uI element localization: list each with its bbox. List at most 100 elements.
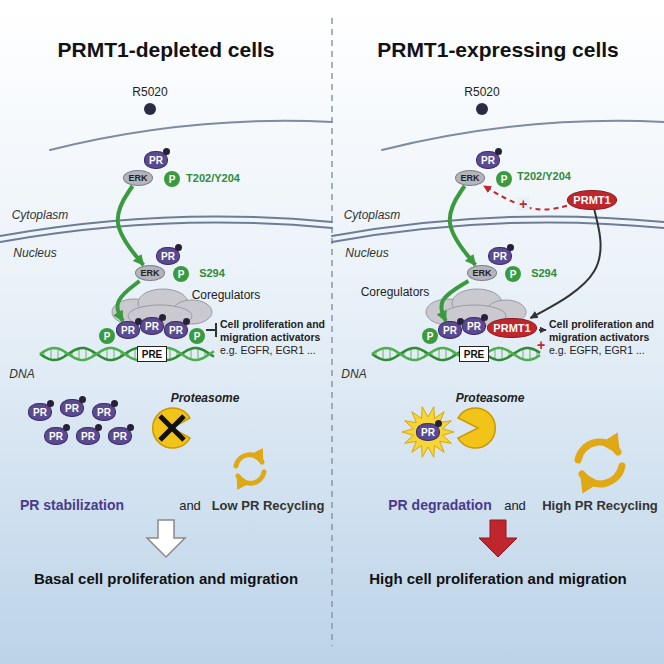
erk-kinase: ERK	[467, 265, 497, 281]
node-text: PR	[49, 431, 63, 442]
prmt1-enzyme: PRMT1	[567, 190, 617, 210]
ligand-label: R5020	[464, 85, 499, 99]
prmt1-enzyme: PRMT1	[487, 318, 537, 338]
outcome-label: PR degradation	[388, 497, 491, 513]
degradation-burst	[402, 407, 454, 458]
target-genes: Cell proliferation and migration activat…	[549, 318, 661, 343]
pr-receptor: PR	[116, 321, 140, 339]
node-text: P	[169, 174, 176, 185]
target-genes: Cell proliferation and migration activat…	[220, 318, 332, 343]
node-text: ERK	[460, 173, 479, 183]
outcome-label: High PR Recycling	[542, 498, 658, 513]
node-text: PR	[149, 155, 163, 166]
node-text: PRE	[464, 349, 485, 360]
node-text: P	[510, 269, 517, 280]
result-label: Basal cell proliferation and migration	[34, 570, 298, 587]
coregulator-label: Coregulators	[361, 285, 430, 299]
node-text: PR	[97, 407, 111, 418]
pr-receptor: PR	[144, 151, 168, 169]
phospho-site: T202/Y204	[186, 172, 240, 184]
panel-title: PRMT1-expressing cells	[377, 38, 619, 62]
r5020-ligand	[144, 103, 488, 115]
result-label: High cell proliferation and migration	[369, 570, 627, 587]
proteasome-label: Proteasome	[456, 391, 525, 405]
compartment-label: Cytoplasm	[344, 208, 401, 222]
pr-receptor: PR	[28, 403, 52, 421]
inhibition-symbol	[206, 323, 216, 337]
phosphate-group: P	[164, 171, 180, 187]
outcome-arrow	[147, 520, 185, 557]
pr-receptor: PR	[108, 427, 132, 445]
node-text: P	[178, 269, 185, 280]
node-text: PR	[33, 407, 47, 418]
outcome-label: Low PR Recycling	[212, 498, 325, 513]
pre-element: PRE	[459, 346, 489, 362]
node-text: P	[501, 174, 508, 185]
pre-element: PRE	[137, 346, 167, 362]
target-examples: e.g. EGFR, EGR1 ...	[549, 344, 661, 357]
panel-divider	[331, 18, 333, 646]
pr-receptor: PR	[156, 247, 180, 265]
node-text: P	[194, 331, 201, 342]
pr-receptor: PR	[60, 399, 84, 417]
node-text: PR	[113, 431, 127, 442]
outcome-label: PR stabilization	[20, 497, 124, 513]
compartment-label: Nucleus	[345, 246, 388, 260]
node-text: PR	[121, 325, 135, 336]
phosphate-group: P	[189, 328, 205, 344]
activation-sign: +	[537, 337, 545, 353]
phospho-site: T202/Y204	[517, 170, 571, 182]
compartment-label: Nucleus	[13, 246, 56, 260]
conjunction: and	[504, 498, 526, 513]
erk-kinase: ERK	[123, 170, 153, 186]
binding-arrow	[441, 281, 468, 321]
node-text: PR	[81, 431, 95, 442]
node-text: ERK	[140, 268, 159, 278]
node-text: PRE	[142, 349, 163, 360]
pr-receptor: PR	[438, 321, 462, 339]
node-text: ERK	[472, 268, 491, 278]
phosphate-group: P	[505, 266, 521, 282]
activation-arrow	[539, 329, 546, 331]
target-examples: e.g. EGFR, EGR1 ...	[220, 344, 332, 357]
dna-label: DNA	[341, 367, 366, 381]
phosphate-group: P	[496, 171, 512, 187]
pr-receptor: PR	[476, 151, 500, 169]
pr-receptor: PR	[140, 317, 164, 335]
phospho-site: S294	[531, 267, 557, 279]
node-text: PRMT1	[573, 194, 610, 206]
dna-label: DNA	[9, 367, 34, 381]
node-text: PR	[481, 155, 495, 166]
node-text: PR	[421, 427, 435, 438]
node-text: PRMT1	[493, 322, 530, 334]
outcome-arrow	[479, 520, 517, 557]
pr-receptor: PR	[416, 423, 440, 441]
pr-receptor: PR	[76, 427, 100, 445]
phosphate-group: P	[173, 266, 189, 282]
erk-kinase: ERK	[455, 170, 485, 186]
node-text: PR	[169, 325, 183, 336]
node-text: PR	[443, 325, 457, 336]
erk-kinase: ERK	[135, 265, 165, 281]
pr-receptor: PR	[462, 317, 486, 335]
node-text: PR	[161, 251, 175, 262]
edge-label: +	[517, 197, 529, 211]
node-text: PR	[65, 403, 79, 414]
phosphate-group: P	[422, 328, 438, 344]
pr-receptor: PR	[92, 403, 116, 421]
coregulator-label: Coregulators	[192, 288, 261, 302]
node-text: P	[104, 331, 111, 342]
binding-arrow	[117, 281, 139, 321]
phospho-site: S294	[199, 267, 225, 279]
node-text: P	[427, 331, 434, 342]
node-text: PR	[467, 321, 481, 332]
node-text: PR	[145, 321, 159, 332]
panel-title: PRMT1-depleted cells	[57, 38, 274, 62]
proteasome	[458, 408, 495, 448]
cell-membranes	[0, 121, 664, 242]
translocation-arrow	[118, 186, 144, 265]
phosphate-group: P	[99, 328, 115, 344]
node-text: ERK	[128, 173, 147, 183]
translocation-arrow	[450, 186, 476, 265]
